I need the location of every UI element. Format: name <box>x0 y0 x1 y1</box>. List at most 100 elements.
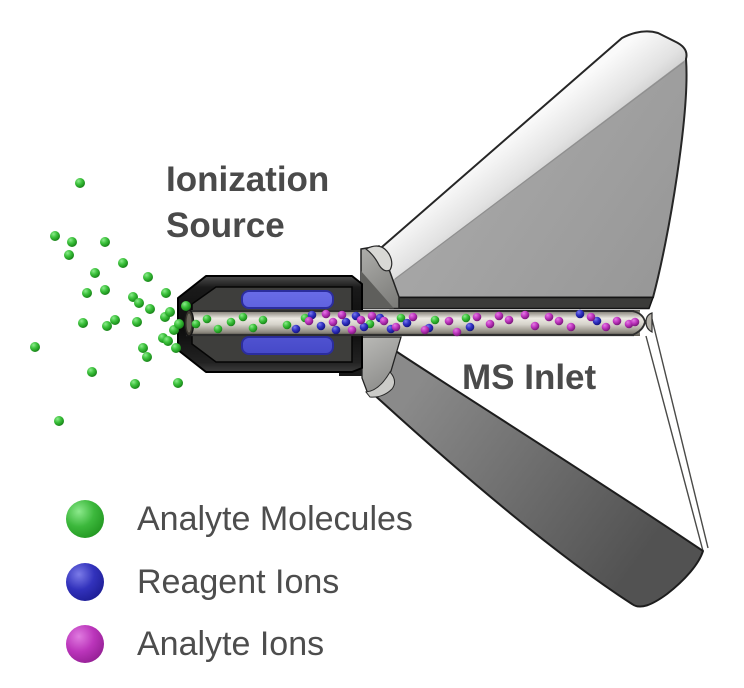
tube-analyte-molecules-particle <box>202 314 212 324</box>
tube-reagent-ions-particle <box>575 309 585 319</box>
tube-reagent-ions-particle <box>402 318 412 328</box>
tube-analyte-ions-particle <box>304 316 314 326</box>
legend-item-reagent-ions: Reagent Ions <box>66 561 339 603</box>
tube-analyte-ions-particle <box>337 310 347 320</box>
tube-analyte-ions-particle <box>444 316 454 326</box>
tube-analyte-molecules-particle <box>191 319 201 329</box>
spray-analyte-molecules-particle <box>75 178 85 188</box>
lower-cone-fin <box>369 343 704 608</box>
ms-inlet-cone <box>339 30 709 608</box>
legend-label: Analyte Ions <box>137 624 325 663</box>
tube-analyte-ions-particle <box>452 327 462 337</box>
analyte-molecule-sphere-icon <box>66 500 104 538</box>
tube-analyte-ions-particle <box>420 325 430 335</box>
spray-analyte-molecules-particle <box>90 268 100 278</box>
legend-label: Reagent Ions <box>137 562 340 601</box>
tube-analyte-molecules <box>191 312 471 334</box>
tube-analyte-ions-particle <box>472 312 482 322</box>
tube-analyte-ions-particle <box>544 312 554 322</box>
tube-analyte-ions-particle <box>520 310 530 320</box>
particles-layer <box>30 178 640 426</box>
spray-analyte-molecules-particle <box>50 231 60 241</box>
spray-analyte-molecules-particle <box>173 378 183 388</box>
spray-analyte-molecules-particle <box>110 315 120 325</box>
tube-analyte-molecules-particle <box>226 317 236 327</box>
spray-analyte-molecules-particle <box>145 304 155 314</box>
tube-analyte-ions-particle <box>494 311 504 321</box>
legend-item-analyte-molecules: Analyte Molecules <box>66 498 413 540</box>
tube-analyte-ions-particle <box>586 312 596 322</box>
tube-analyte-molecules-particle <box>248 323 258 333</box>
tube-analyte-ions-particle <box>379 316 389 326</box>
upper-cone-edge-line <box>394 61 685 280</box>
tube-reagent-ions-particle <box>291 324 301 334</box>
tube-analyte-ions-particle <box>504 315 514 325</box>
tube-analyte-molecules-particle <box>282 320 292 330</box>
tube-neck-nub <box>645 312 653 333</box>
tube-analyte-ions-particle <box>612 316 622 326</box>
spray-analyte-molecules-particle <box>118 258 128 268</box>
tube-reagent-ions-particle <box>465 322 475 332</box>
spray-analyte-molecules-particle <box>30 342 40 352</box>
tube-analyte-ions <box>304 309 640 337</box>
tube-analyte-ions-particle <box>356 315 366 325</box>
tube-analyte-molecules-particle <box>430 315 440 325</box>
tube-analyte-ions-particle <box>328 317 338 327</box>
tube-reagent-ions-particle <box>341 317 351 327</box>
spray-analyte-molecules-particle <box>132 317 142 327</box>
spray-analyte-molecules-particle <box>102 321 112 331</box>
tube-analyte-molecules-particle <box>258 315 268 325</box>
tube-analyte-molecules-particle <box>396 313 406 323</box>
tube-entrance-bore <box>186 313 192 333</box>
spray-analyte-molecules-particle <box>138 343 148 353</box>
tube-reagent-ions-particle <box>331 325 341 335</box>
spray-analyte-molecules-particle <box>64 250 74 260</box>
analyte-ion-sphere-icon <box>66 625 104 663</box>
electrode-upper <box>241 290 334 309</box>
tube-analyte-ions-particle <box>630 317 640 327</box>
spray-analyte-molecules <box>30 178 191 426</box>
spray-analyte-molecules-particle <box>130 379 140 389</box>
cone-back-rim-line-lower <box>645 335 704 552</box>
collar-upper-shadow <box>361 271 394 309</box>
upper-cone-dark-band <box>387 296 655 310</box>
spray-analyte-molecules-particle <box>78 318 88 328</box>
spray-analyte-molecules-particle <box>171 343 181 353</box>
tube-analyte-ions-particle <box>530 321 540 331</box>
spray-analyte-molecules-particle <box>181 301 191 311</box>
tube-analyte-ions-particle <box>391 322 401 332</box>
cone-back-rim-line-upper <box>651 318 709 549</box>
upper-cone-top-surface <box>375 31 687 281</box>
tube-analyte-ions-particle <box>408 312 418 322</box>
spray-analyte-molecules-particle <box>100 237 110 247</box>
tube-analyte-ions-particle <box>321 309 331 319</box>
spray-analyte-molecules-particle <box>165 307 175 317</box>
ms-inlet-label: MS Inlet <box>462 358 597 397</box>
tube-reagent-ions-particle <box>359 322 369 332</box>
spray-analyte-molecules-particle <box>163 336 173 346</box>
tube-analyte-molecules-particle <box>461 313 471 323</box>
tube-analyte-molecules-particle <box>238 312 248 322</box>
spray-analyte-molecules-particle <box>174 319 184 329</box>
spray-analyte-molecules-particle <box>142 352 152 362</box>
spray-analyte-molecules-particle <box>100 285 110 295</box>
spray-analyte-molecules-particle <box>87 367 97 377</box>
ionization-source-label: Ionization Source <box>166 160 330 245</box>
tube-analyte-molecules-particle <box>213 324 223 334</box>
spray-analyte-molecules-particle <box>134 298 144 308</box>
tube-analyte-ions-particle <box>601 322 611 332</box>
tube-analyte-ions-particle <box>347 325 357 335</box>
spray-analyte-molecules-particle <box>143 272 153 282</box>
upper-cone-face <box>389 59 687 298</box>
legend-item-analyte-ions: Analyte Ions <box>66 623 324 665</box>
spray-analyte-molecules-particle <box>54 416 64 426</box>
electrode-lower <box>241 336 334 355</box>
reagent-ion-sphere-icon <box>66 563 104 601</box>
spray-analyte-molecules-particle <box>82 288 92 298</box>
tube-analyte-ions-particle <box>554 316 564 326</box>
collar-lower-lip <box>365 371 396 398</box>
spray-analyte-molecules-particle <box>161 288 171 298</box>
collar-upper-lip <box>364 245 393 272</box>
